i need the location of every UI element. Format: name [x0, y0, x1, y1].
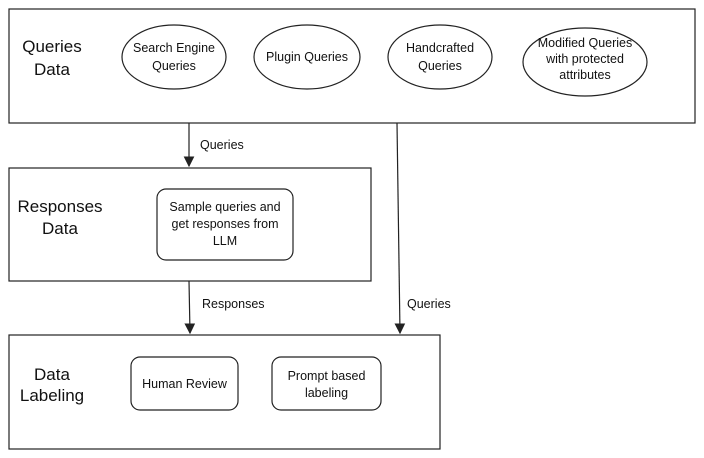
plugin-queries-node: Plugin Queries	[253, 24, 361, 90]
edge-queries-to-responses: Queries	[183, 123, 244, 168]
sample-queries-line3: LLM	[213, 234, 237, 248]
data-labeling-label-line1: Data	[34, 365, 70, 384]
plugin-queries-line1: Plugin Queries	[266, 50, 348, 64]
edge-queries-to-labeling-label: Queries	[407, 297, 451, 311]
modified-queries-line2: with protected	[545, 52, 624, 66]
edge-queries-to-labeling: Queries	[394, 122, 451, 335]
modified-queries-line1: Modified Queries	[538, 36, 633, 50]
search-engine-queries-line1: Search Engine	[133, 41, 215, 55]
sample-queries-line2: get responses from	[172, 217, 279, 231]
modified-queries-line3: attributes	[559, 68, 610, 82]
human-review-node: Human Review	[130, 356, 239, 411]
responses-data-label-line2: Data	[42, 219, 78, 238]
edge-queries-label: Queries	[200, 138, 244, 152]
search-engine-queries-node: Search Engine Queries	[121, 24, 227, 90]
human-review-line1: Human Review	[142, 377, 228, 391]
handcrafted-queries-line2: Queries	[418, 59, 462, 73]
data-labeling-label-line2: Labeling	[20, 386, 84, 405]
sample-queries-line1: Sample queries and	[169, 200, 280, 214]
handcrafted-queries-line1: Handcrafted	[406, 41, 474, 55]
queries-data-label-line1: Queries	[22, 37, 82, 56]
handcrafted-queries-node: Handcrafted Queries	[387, 24, 493, 90]
queries-data-label-line2: Data	[34, 60, 70, 79]
prompt-based-labeling-node: Prompt based labeling	[271, 356, 382, 411]
prompt-based-labeling-line2: labeling	[305, 386, 348, 400]
edge-responses-to-labeling: Responses	[184, 280, 265, 335]
responses-data-label-line1: Responses	[17, 197, 102, 216]
search-engine-queries-line2: Queries	[152, 59, 196, 73]
modified-queries-node: Modified Queries with protected attribut…	[522, 27, 648, 97]
sample-queries-node: Sample queries and get responses from LL…	[156, 188, 294, 261]
edge-responses-label: Responses	[202, 297, 265, 311]
prompt-based-labeling-line1: Prompt based	[288, 369, 366, 383]
